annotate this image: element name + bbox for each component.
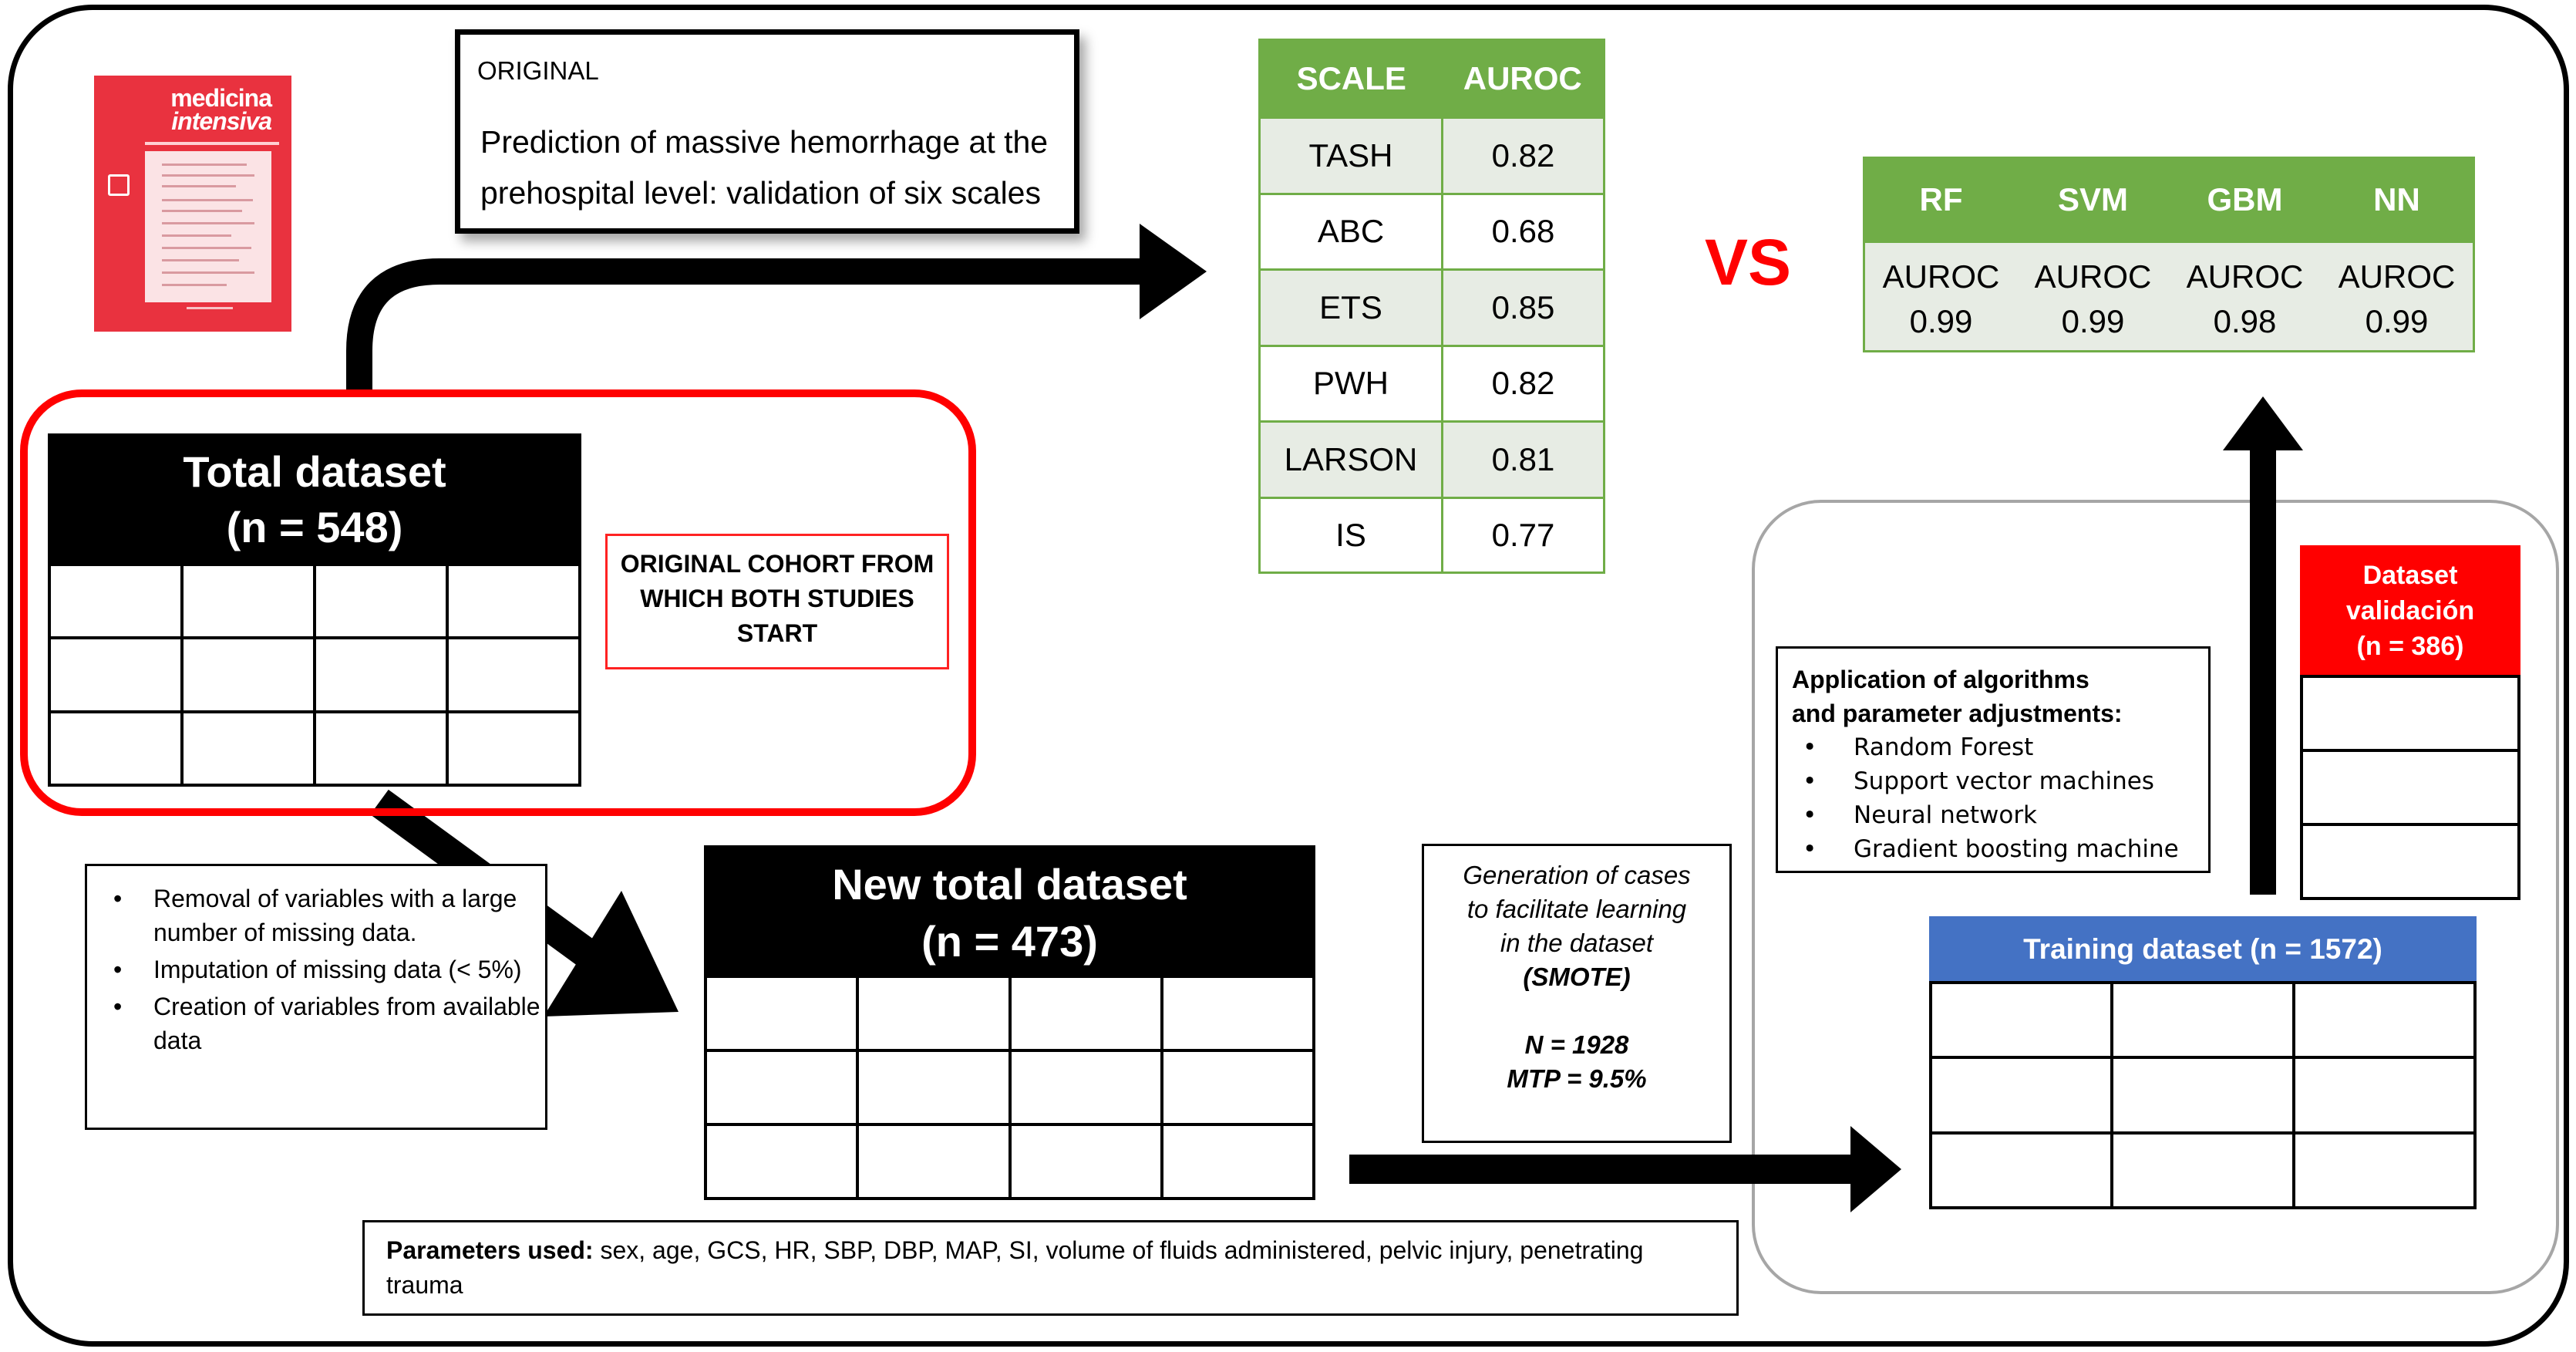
ml-group-container: [1752, 500, 2559, 1294]
scale-name: TASH: [1261, 116, 1443, 194]
scale-auroc: 0.81: [1442, 420, 1603, 498]
validation-dataset-header: Dataset validación (n = 386): [2300, 545, 2520, 676]
scales-header-scale: SCALE: [1261, 41, 1443, 118]
smote-box: Generation of cases to facilitate learni…: [1422, 844, 1732, 1143]
journal-cover-image: medicina intensiva: [94, 76, 291, 332]
metric-label: AUROC: [2034, 258, 2152, 295]
parameters-label: Parameters used:: [386, 1236, 594, 1264]
total-dataset-header: Total dataset (n = 548): [48, 433, 581, 563]
metric-value: 0.99: [1909, 303, 1973, 339]
preprocessing-steps-box: Removal of variables with a large number…: [85, 864, 547, 1130]
scale-auroc: 0.85: [1442, 268, 1603, 346]
ml-auroc-table: RF SVM GBM NN AUROC 0.99 AUROC 0.99 AUROC 0…: [1863, 157, 2475, 352]
total-dataset-title: Total dataset: [183, 447, 446, 496]
scales-header-auroc: AUROC: [1442, 41, 1603, 118]
smote-description: Generation of cases to facilitate learni…: [1463, 861, 1691, 957]
ml-cell-svm: AUROC 0.99: [2017, 241, 2169, 350]
parameters-box: Parameters used: sex, age, GCS, HR, SBP,…: [362, 1220, 1739, 1316]
ml-header-nn: NN: [2321, 159, 2473, 242]
original-article-title: Prediction of massive hemorrhage at the …: [480, 124, 1049, 211]
journal-title-line2: intensiva: [171, 107, 272, 135]
arrow-to-ml-results-head: [2223, 396, 2303, 450]
arrow-to-scales: [346, 258, 1149, 389]
total-dataset-grid: [48, 563, 581, 787]
new-total-dataset-n: (n = 473): [921, 917, 1098, 966]
journal-title: medicina intensiva: [94, 86, 291, 133]
original-tag: ORIGINAL: [477, 56, 599, 85]
arrow-to-training-head: [1850, 1126, 1901, 1212]
algorithm-item: Random Forest: [1792, 730, 2208, 764]
algorithms-box: Application of algorithms and parameter …: [1776, 646, 2211, 873]
algorithm-item: Gradient boosting machine: [1792, 832, 2208, 866]
smote-n: N = 1928: [1524, 1030, 1629, 1059]
scales-header-row: SCALE AUROC: [1261, 41, 1603, 118]
new-total-dataset-grid: [704, 975, 1315, 1200]
scale-name: PWH: [1261, 344, 1443, 422]
scale-auroc: 0.77: [1442, 496, 1603, 571]
metric-label: AUROC: [2338, 258, 2456, 295]
preprocessing-step: Removal of variables with a large number…: [103, 882, 545, 949]
scale-auroc: 0.82: [1442, 344, 1603, 422]
scale-name: ABC: [1261, 192, 1443, 270]
new-total-dataset-title: New total dataset: [832, 860, 1187, 909]
outer-frame: [8, 5, 2569, 1347]
preprocessing-step: Creation of variables from available dat…: [103, 990, 545, 1057]
journal-title-line1: medicina: [170, 84, 272, 112]
algorithms-title-line1: Application of algorithms: [1792, 666, 2089, 693]
original-article-box: ORIGINAL Prediction of massive hemorrhag…: [455, 29, 1079, 234]
ml-header-rf: RF: [1865, 159, 2017, 242]
validation-dataset-grid: [2300, 675, 2520, 900]
metric-value: 0.99: [2061, 303, 2125, 339]
validation-dataset-table: Dataset validación (n = 386): [2300, 545, 2520, 900]
new-total-dataset-header: New total dataset (n = 473): [704, 845, 1315, 976]
ml-cell-rf: AUROC 0.99: [1865, 241, 2017, 350]
arrow-to-new-dataset-head: [544, 891, 679, 1017]
smote-mtp: MTP = 9.5%: [1507, 1064, 1647, 1093]
validation-dataset-line2: validación: [2345, 596, 2475, 625]
training-dataset-title: Training dataset (n = 1572): [1929, 916, 2477, 983]
cohort-label: ORIGINAL COHORT FROM WHICH BOTH STUDIES …: [605, 534, 949, 669]
validation-dataset-n: (n = 386): [2356, 632, 2464, 661]
ml-cell-gbm: AUROC 0.98: [2169, 241, 2321, 350]
algorithms-title-line2: and parameter adjustments:: [1792, 700, 2123, 727]
preprocessing-step: Imputation of missing data (< 5%): [103, 952, 545, 986]
metric-value: 0.98: [2213, 303, 2277, 339]
metric-value: 0.99: [2365, 303, 2429, 339]
arrow-to-scales-head: [1140, 224, 1207, 319]
metric-label: AUROC: [2186, 258, 2304, 295]
ml-header-row: RF SVM GBM NN: [1865, 159, 2473, 242]
scale-auroc: 0.68: [1442, 192, 1603, 270]
smote-method: (SMOTE): [1523, 963, 1631, 991]
journal-page-preview: [145, 151, 271, 302]
vs-label: VS: [1704, 226, 1792, 298]
parameters-text: sex, age, GCS, HR, SBP, DBP, MAP, SI, vo…: [386, 1236, 1644, 1299]
scale-name: LARSON: [1261, 420, 1443, 498]
algorithm-item: Support vector machines: [1792, 764, 2208, 798]
scale-name: ETS: [1261, 268, 1443, 346]
scale-auroc: 0.82: [1442, 116, 1603, 194]
ml-header-svm: SVM: [2017, 159, 2169, 242]
ml-header-gbm: GBM: [2169, 159, 2321, 242]
total-dataset-n: (n = 548): [226, 503, 403, 551]
training-dataset-grid: [1929, 981, 2477, 1209]
scale-name: IS: [1261, 496, 1443, 571]
training-dataset-table: Training dataset (n = 1572): [1929, 916, 2477, 1209]
journal-tab-icon: [108, 174, 130, 196]
new-total-dataset-table: New total dataset (n = 473): [704, 845, 1315, 1200]
algorithm-item: Neural network: [1792, 798, 2208, 832]
ml-cell-nn: AUROC 0.99: [2321, 241, 2473, 350]
validation-dataset-line1: Dataset: [2362, 561, 2458, 590]
original-cohort-box: [20, 389, 976, 816]
table-row: AUROC 0.99 AUROC 0.99 AUROC 0.98 AUROC 0.99: [1865, 241, 2473, 350]
total-dataset-table: Total dataset (n = 548): [48, 433, 581, 787]
metric-label: AUROC: [1882, 258, 2000, 295]
